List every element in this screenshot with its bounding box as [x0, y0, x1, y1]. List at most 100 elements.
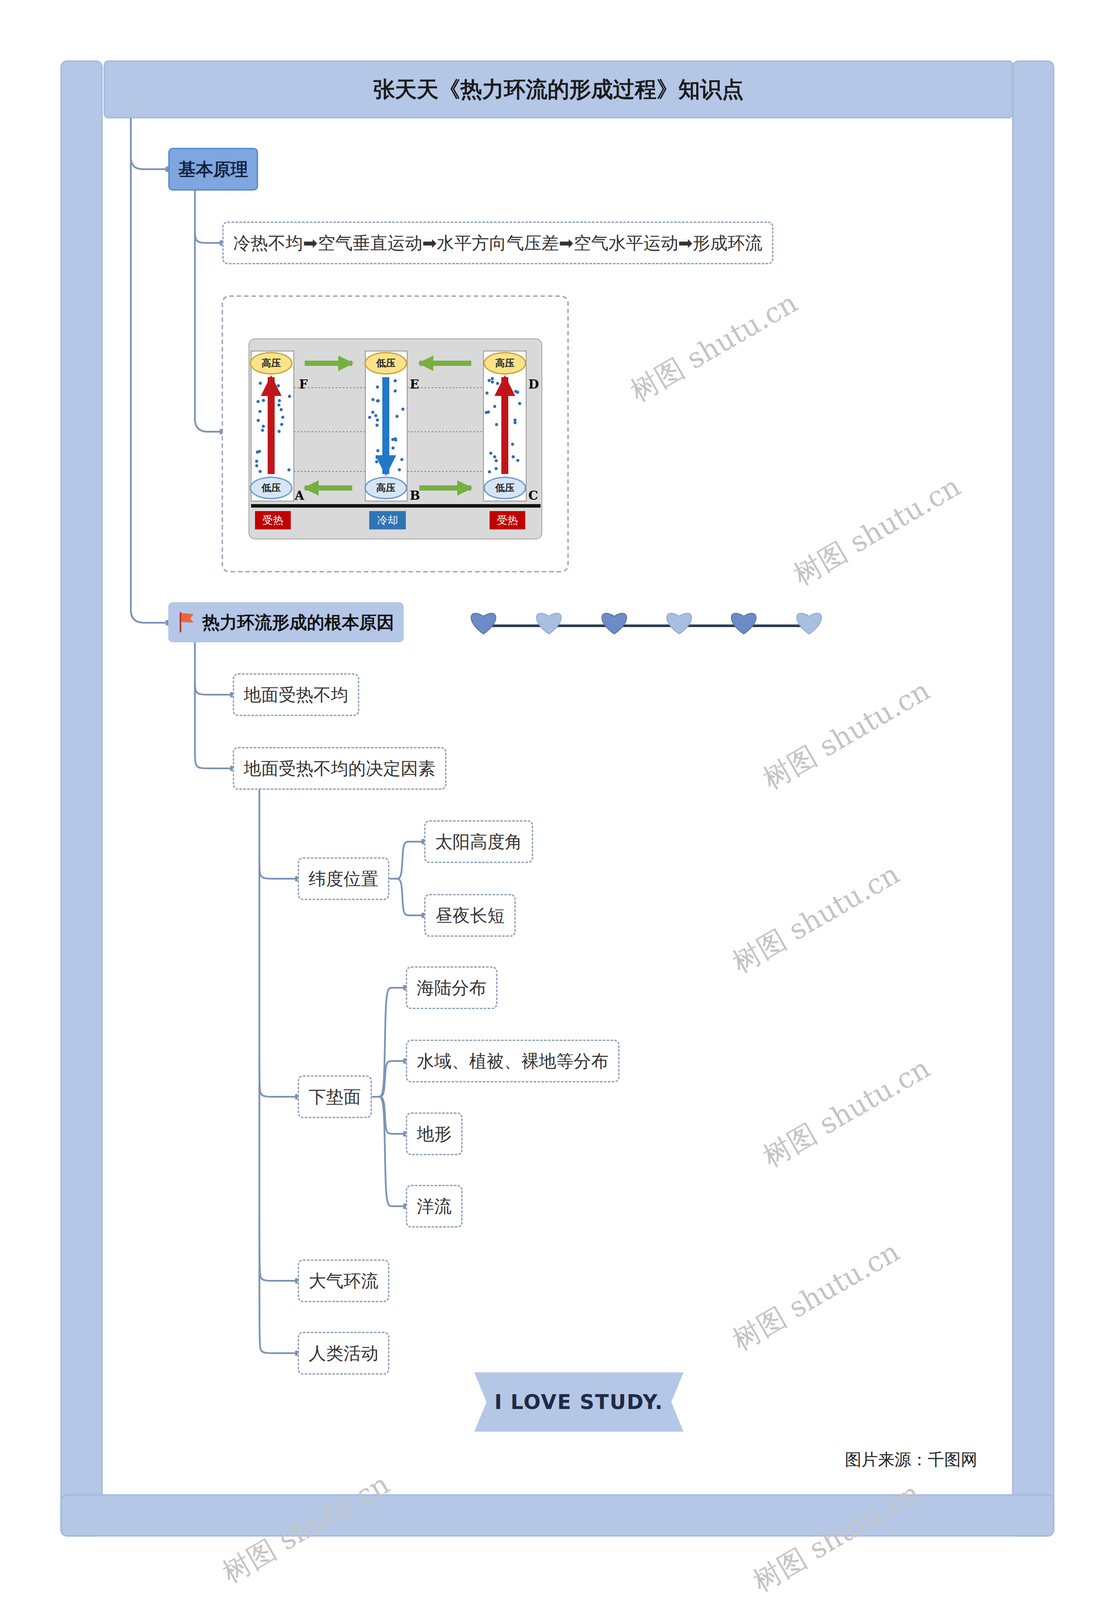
air-dot	[261, 398, 266, 402]
tree-connector	[259, 789, 298, 1281]
air-dot	[261, 424, 266, 428]
air-dot	[279, 408, 283, 412]
air-dot	[277, 429, 281, 433]
heating-tag: 受热	[255, 510, 291, 530]
topic-box: 太阳高度角	[424, 819, 534, 863]
node-text: 大气环流	[308, 1269, 379, 1292]
tree-connector	[259, 789, 298, 879]
point-letter: A	[294, 488, 305, 503]
watermark: 树图 shutu.cn	[725, 1232, 907, 1359]
topic-box: 地面受热不均的决定因素	[232, 746, 447, 790]
ribbon-shape	[474, 1371, 684, 1432]
watermark: 树图 shutu.cn	[623, 283, 805, 410]
illustration	[222, 296, 569, 572]
topic-box: 水域、植被、裸地等分布	[405, 1039, 620, 1082]
airflow-arrow	[419, 360, 472, 366]
air-dot	[256, 399, 260, 403]
node-text: 受热	[262, 513, 284, 528]
heating-tag: 受热	[489, 510, 526, 530]
air-dot	[280, 422, 284, 426]
node-text: 低压	[376, 356, 396, 370]
pressure-ellipse: 高压	[483, 351, 527, 375]
illustration	[248, 338, 542, 539]
air-dot	[277, 403, 281, 407]
tree-connector	[194, 642, 233, 695]
node-text: I LOVE STUDY.	[494, 1389, 664, 1414]
connector-layer	[194, 190, 505, 1353]
node-text: 高压	[495, 356, 515, 370]
air-dot	[395, 414, 399, 418]
node-text: 人类活动	[308, 1341, 379, 1365]
page-frame	[61, 61, 103, 1536]
topic-box: 昼夜长短	[424, 893, 516, 937]
air-dot	[371, 410, 375, 414]
page-frame	[1012, 61, 1054, 1536]
illustration	[293, 431, 366, 433]
title-band: 张天天《热力环流的形成过程》知识点	[104, 61, 1013, 118]
heart-icon	[536, 612, 562, 634]
air-dot	[375, 418, 379, 422]
topic-box: 纬度位置	[297, 857, 390, 900]
tree-connector	[371, 1096, 406, 1134]
topic-box: 基本原理	[168, 147, 259, 191]
air-dot	[287, 468, 291, 472]
node-text: 低压	[261, 481, 281, 495]
air-dot	[494, 459, 498, 463]
heart-icon	[666, 612, 692, 634]
pressure-ellipse: 低压	[249, 476, 293, 500]
air-dot	[398, 468, 402, 472]
node-text: 纬度位置	[308, 867, 379, 890]
air-dot	[494, 466, 498, 470]
pressure-ellipse: 高压	[364, 476, 408, 500]
air-dot	[485, 391, 489, 395]
air-dot	[288, 394, 292, 398]
airflow-arrow	[382, 377, 390, 474]
trunk-line	[130, 156, 169, 623]
air-dot	[376, 449, 380, 453]
air-dot	[511, 455, 515, 459]
point-letter: E	[409, 377, 419, 392]
pressure-ellipse: 低压	[364, 351, 408, 375]
illustration	[222, 296, 569, 572]
air-dot	[376, 399, 380, 403]
node-text: 地面受热不均	[243, 683, 349, 706]
source-note: 图片来源：千图网	[844, 1448, 978, 1471]
air-dot	[391, 446, 395, 450]
air-dot	[258, 409, 262, 413]
topic-box: 地形	[405, 1112, 463, 1155]
pressure-ellipse: 低压	[483, 476, 527, 500]
topic-box: 大气环流	[297, 1258, 390, 1302]
air-dot	[393, 379, 397, 383]
air-dot	[255, 459, 259, 463]
air-dot	[493, 455, 497, 459]
point-letter: C	[528, 488, 538, 503]
air-dot	[258, 449, 262, 453]
flag-icon	[177, 611, 196, 633]
airflow-arrow	[304, 485, 353, 491]
heart-icon	[471, 612, 497, 634]
air-dot	[375, 423, 379, 427]
air-dot	[276, 384, 280, 388]
page-frame	[104, 61, 1013, 118]
tree-connector	[389, 841, 425, 879]
watermark: 树图 shutu.cn	[756, 671, 937, 798]
air-dot	[371, 398, 375, 402]
air-dot	[513, 389, 518, 393]
heart-icon	[731, 612, 757, 634]
pressure-ellipse: 高压	[249, 351, 293, 375]
air-dot	[518, 401, 522, 405]
air-dot	[368, 415, 372, 419]
node-text: 高压	[261, 356, 281, 370]
air-dot	[256, 418, 260, 422]
tree-connector	[371, 1096, 406, 1206]
tree-connector	[371, 987, 406, 1097]
air-dot	[277, 398, 281, 402]
air-dot	[401, 407, 405, 411]
airflow-arrow	[501, 377, 509, 474]
air-dot	[375, 455, 379, 460]
node-text: 受热	[496, 513, 518, 528]
heart-icon	[796, 612, 822, 634]
heart-chain	[471, 612, 822, 634]
